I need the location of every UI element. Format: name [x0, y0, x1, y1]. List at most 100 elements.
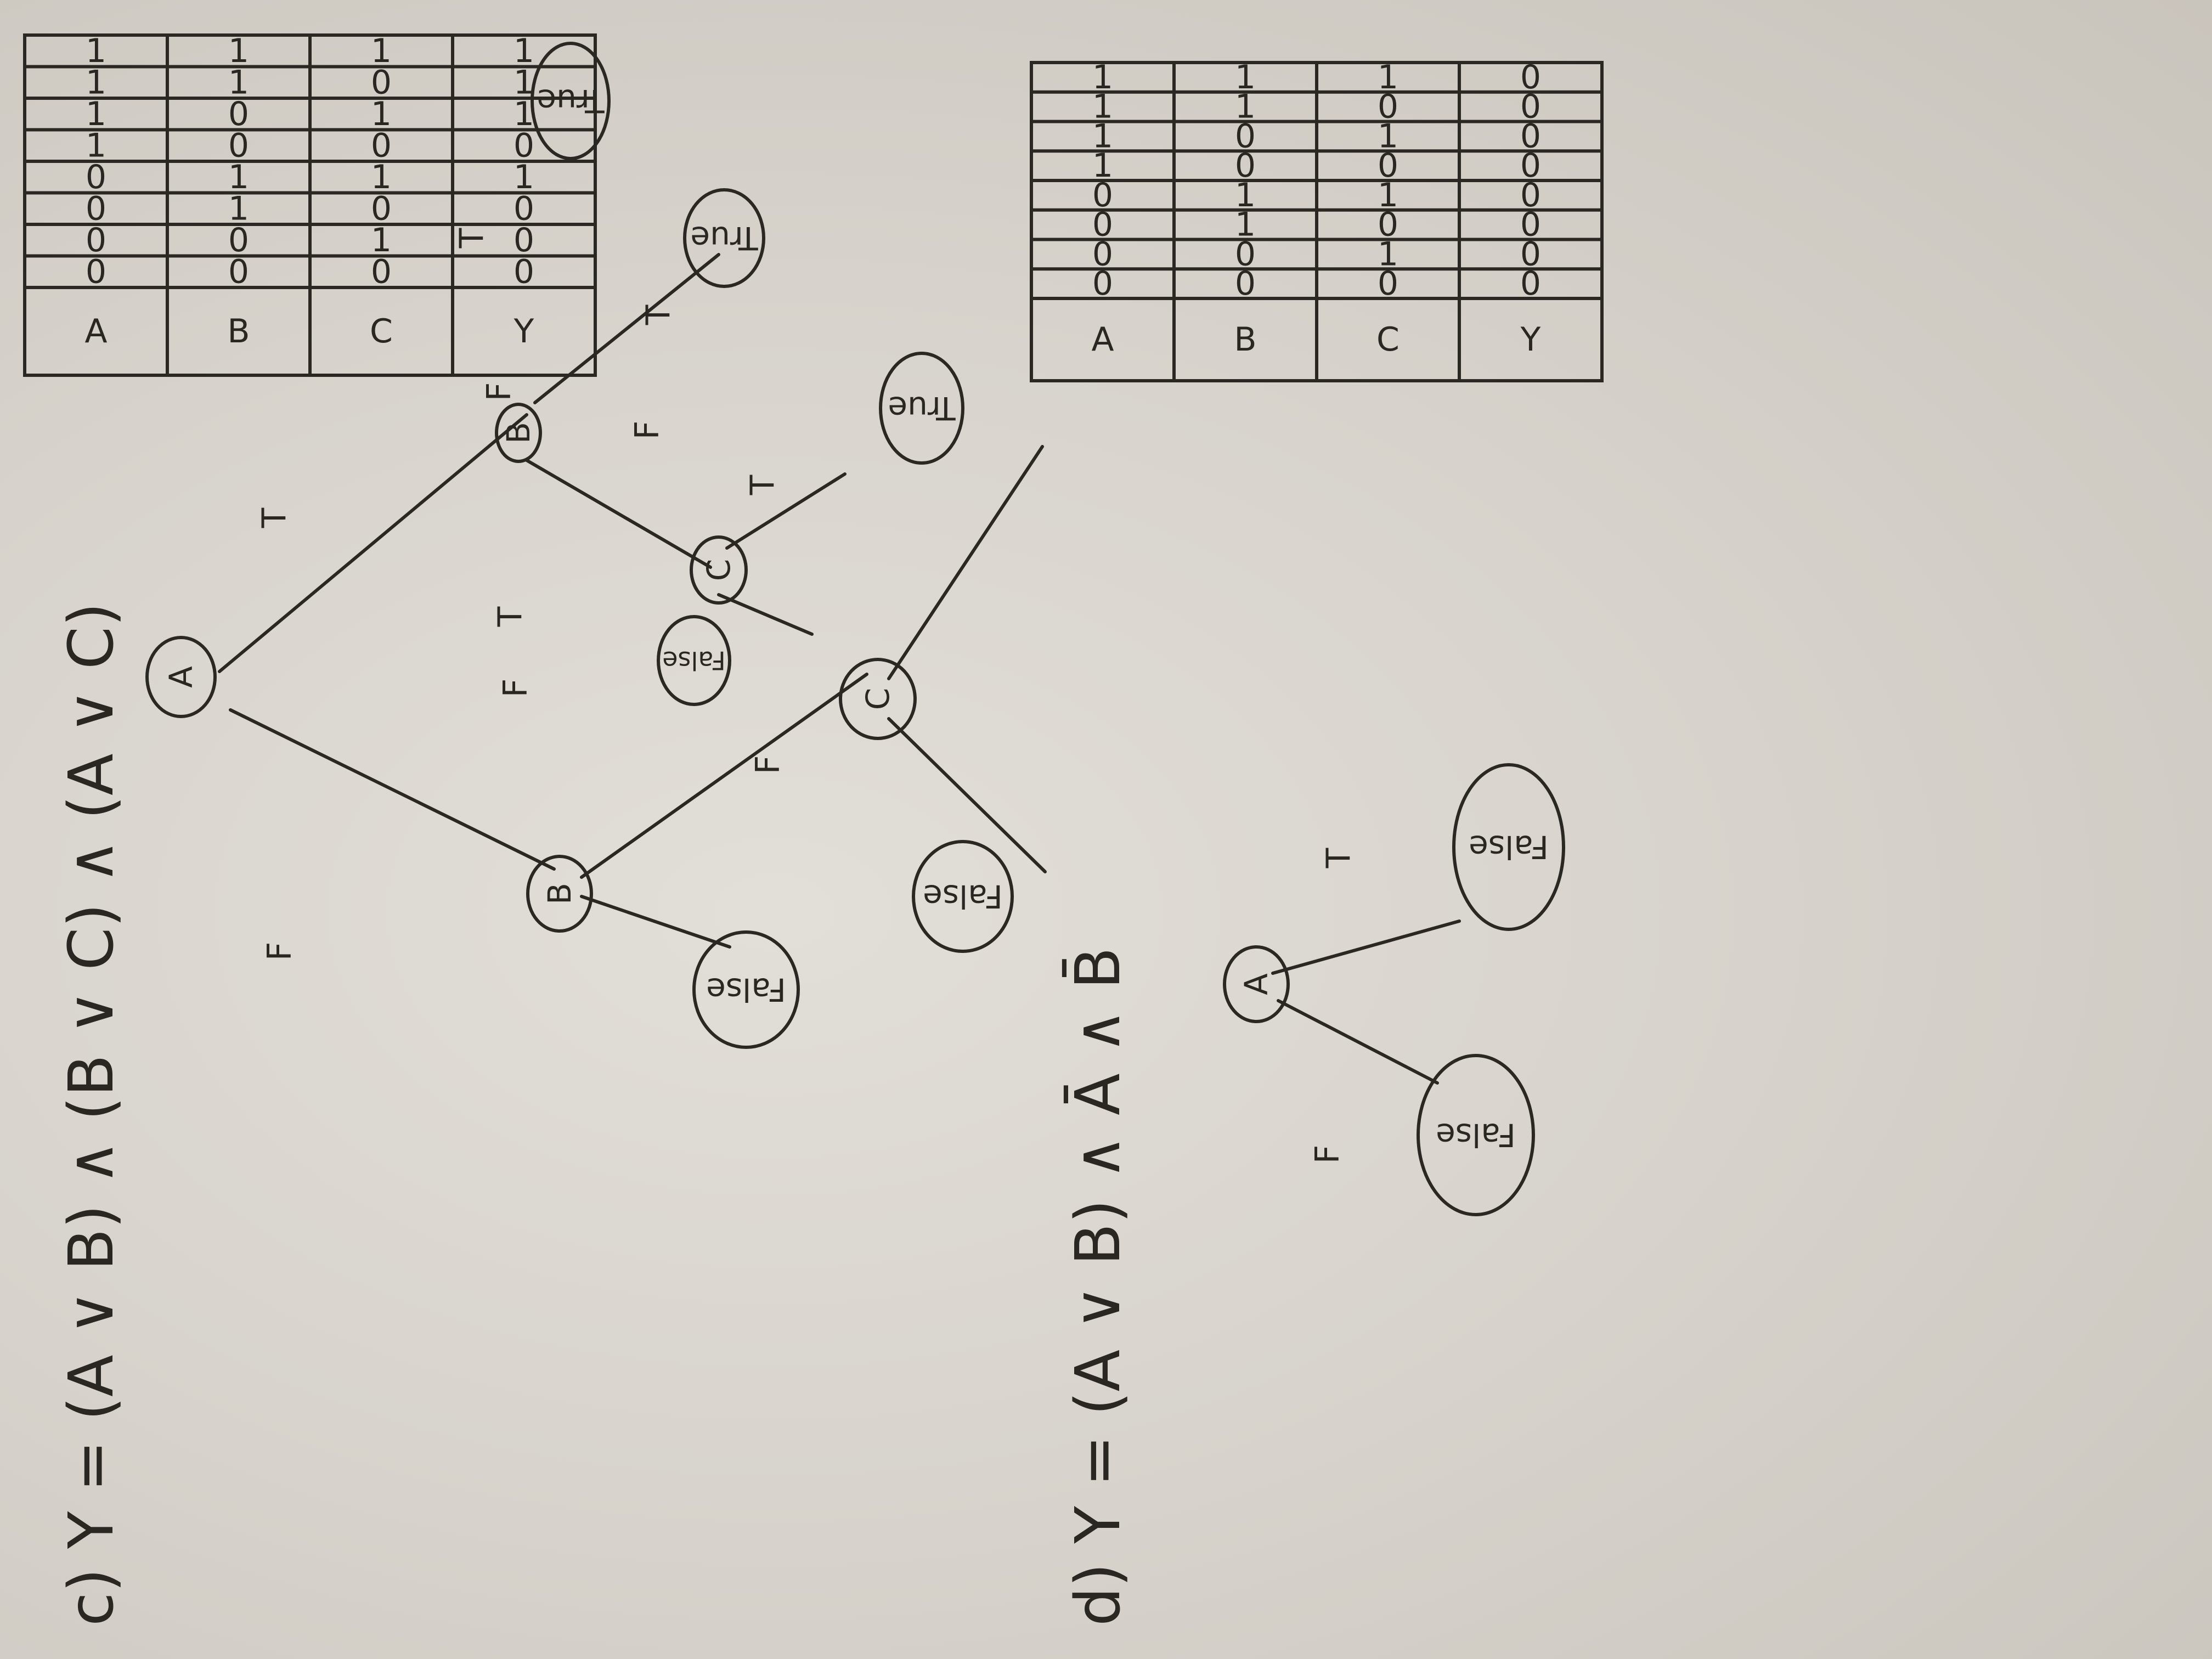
part-c-edges: [218, 253, 1047, 949]
leaf-false-4-label: False: [662, 646, 725, 675]
edge-cl-f: [887, 717, 1047, 873]
truth-table-d-cell: 1: [1235, 206, 1256, 244]
truth-table-d-cell: 0: [1520, 117, 1541, 155]
truth-table-d-cell: 1: [1235, 58, 1256, 97]
edge-label-a-t: T: [255, 507, 294, 528]
truth-table-d-cell: 0: [1092, 176, 1113, 215]
node-d-a-label: A: [1238, 973, 1275, 995]
leaf-true-5: True: [683, 188, 765, 288]
truth-table-d-cell: 0: [1378, 206, 1398, 244]
edge-cl-t: [887, 445, 1044, 680]
edge-label-bl-t: T: [491, 606, 529, 627]
truth-table-c-cell: 0: [86, 189, 106, 228]
leaf-false-2: False: [912, 840, 1014, 953]
truth-table-d-cell: 1: [1235, 88, 1256, 126]
truth-table-c-cell: 0: [228, 95, 249, 133]
truth-table-d-cell: 0: [1520, 88, 1541, 126]
truth-table-c-cell: 1: [228, 158, 249, 196]
truth-table-c-cell: 1: [514, 63, 534, 101]
truth-table-c-header-y: Y: [514, 312, 534, 351]
edge-label-br-t: T: [453, 228, 491, 249]
truth-table-c-cell: 1: [228, 32, 249, 70]
edge-br-t: [533, 253, 720, 404]
edge-label-bl-f: F: [496, 679, 535, 698]
edge-d-a-t: [1271, 919, 1461, 975]
truth-table-d-cell: 0: [1235, 235, 1256, 273]
truth-table-c-cell: 0: [514, 221, 534, 259]
node-a-label: A: [162, 666, 200, 688]
node-c-left-label: C: [859, 688, 896, 710]
node-b-left-label: B: [541, 883, 578, 905]
truth-table-c-cell: 0: [371, 252, 392, 291]
edge-label-d-f: F: [1308, 1145, 1347, 1164]
truth-table-c-cell: 0: [371, 189, 392, 228]
truth-table-d-cell: 0: [1378, 146, 1398, 185]
node-c-right-label: C: [700, 559, 737, 582]
edge-d-a-f: [1277, 999, 1439, 1085]
truth-table-d-cell: 0: [1092, 235, 1113, 273]
truth-table-d-cell: 0: [1092, 264, 1113, 303]
truth-table-c-cell: 1: [514, 32, 534, 70]
edge-bl-f: [580, 895, 731, 949]
truth-table-d-cell: 1: [1378, 117, 1398, 155]
node-b-right-label: B: [500, 422, 537, 444]
truth-table-c-cell: 0: [371, 63, 392, 101]
truth-table-c-cell: 0: [228, 221, 249, 259]
truth-table-c-cell: 1: [514, 95, 534, 133]
truth-table-d-cell: 1: [1378, 176, 1398, 215]
truth-table-c-cell: 1: [228, 189, 249, 228]
leaf-d-false-left: False: [1417, 1054, 1535, 1216]
truth-table-d-cell: 0: [1235, 117, 1256, 155]
truth-table-d-cell: 0: [1520, 146, 1541, 185]
edge-a-t: [218, 413, 528, 673]
leaf-true-6-label: True: [537, 82, 605, 120]
truth-table-c-header-b: B: [227, 312, 250, 351]
edge-cr-f: [717, 593, 814, 636]
part-d-title: d) Y = (A ∨ B) ∧ Ā ∧ B̄: [1062, 947, 1134, 1626]
leaf-true-5-label: True: [690, 219, 758, 257]
edge-label-cr-t: T: [639, 304, 678, 325]
truth-table-d-header-a: A: [1091, 320, 1114, 359]
truth-table-c-cell: 1: [371, 221, 392, 259]
truth-table-c-cell: 1: [228, 63, 249, 101]
leaf-false-4: False: [657, 615, 731, 706]
leaf-false-1: False: [692, 930, 800, 1049]
truth-table-c-cell: 0: [371, 126, 392, 165]
edge-label-a-f: F: [261, 942, 299, 961]
part-c: c) Y = (A ∨ B) ∧ (B ∨ C) ∧ (A ∨ C) T F T…: [23, 32, 1047, 1626]
truth-table-c-cell: 0: [514, 189, 534, 228]
part-d: d) Y = (A ∨ B) ∧ Ā ∧ B̄ T F A False Fals…: [1030, 58, 1604, 1626]
truth-table-d-cell: 1: [1092, 117, 1113, 155]
truth-table-d-cell: 0: [1520, 206, 1541, 244]
truth-table-d-header-y: Y: [1520, 320, 1541, 359]
edge-a-f: [229, 708, 556, 871]
truth-table-d-cell: 1: [1235, 176, 1256, 215]
truth-table-d-cell: 1: [1092, 146, 1113, 185]
truth-table-d-cell: 0: [1520, 264, 1541, 303]
node-a: A: [145, 636, 217, 718]
leaf-true-3: True: [879, 352, 964, 465]
leaf-d-false-right-label: False: [1469, 828, 1549, 866]
node-d-a: A: [1223, 945, 1290, 1023]
truth-table-c-cell: 1: [86, 32, 106, 70]
edge-label-br-f: F: [480, 382, 518, 402]
edge-label-cl-f: F: [749, 755, 787, 775]
truth-table-c-cell: 0: [86, 221, 106, 259]
truth-table-c-cell: 1: [86, 95, 106, 133]
edge-label-cl-t: T: [743, 475, 782, 495]
edge-label-d-t: T: [1319, 848, 1358, 868]
edge-cr-t: [725, 472, 847, 550]
truth-table-d-cell: 0: [1520, 176, 1541, 215]
leaf-false-2-label: False: [923, 878, 1003, 915]
truth-table-d-cell: 0: [1378, 88, 1398, 126]
leaf-d-false-right: False: [1452, 763, 1565, 931]
truth-table-d-header-b: B: [1234, 320, 1256, 359]
truth-table-d-cell: 0: [1235, 264, 1256, 303]
truth-table-c-cell: 1: [371, 158, 392, 196]
truth-table-d-cell: 0: [1092, 206, 1113, 244]
